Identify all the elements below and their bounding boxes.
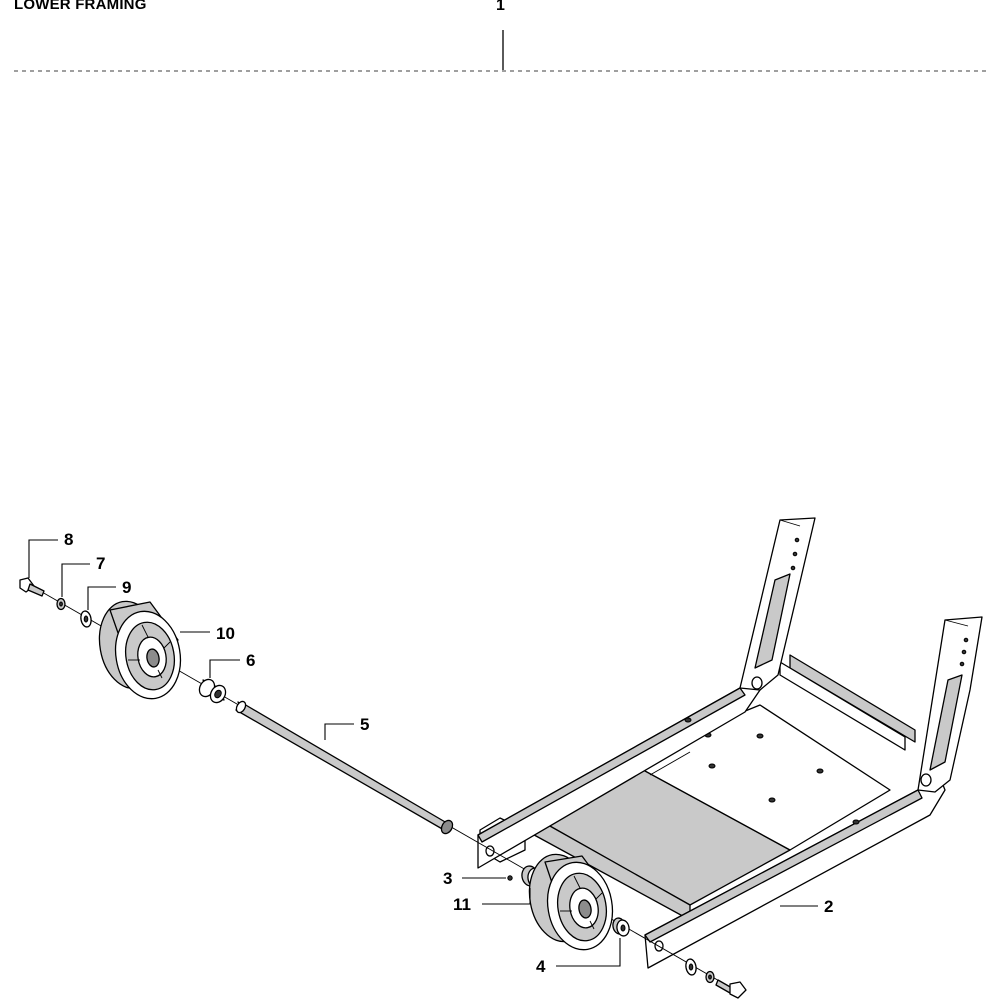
bolt-right [715,979,747,999]
wheel-right [528,853,614,951]
upright-hole [959,661,965,667]
callout-label-3: 3 [443,869,452,888]
rail-slot [684,717,692,723]
callout-label-4: 4 [536,957,546,976]
callout-label-5: 5 [360,715,369,734]
diagram-title: LOWER FRAMING [14,0,147,13]
callout-label-7: 7 [96,554,105,573]
upright-pivot-hole [751,676,763,690]
plate-hole [756,733,764,739]
wheel-part-10 [98,600,182,700]
washer-right [685,958,697,976]
spacer-part-6 [198,678,227,704]
callout-label-11: 11 [453,895,471,914]
spacer-part-4 [612,917,630,937]
upright-hole [794,537,800,543]
callout-label-6: 6 [246,651,255,670]
upright-pivot-hole [920,773,932,787]
plate-hole [708,763,716,769]
assembly-number: 1 [496,0,505,14]
lock-washer-right [705,970,715,984]
plate-hole [768,797,776,803]
axle-part-5 [235,700,454,835]
upright-hole [790,565,796,571]
lock-washer-part-7 [56,597,66,611]
plate-hole [816,768,824,774]
washer-part-3 [507,875,513,881]
upright-hole [792,551,798,557]
upright-hole [961,649,967,655]
washer-part-9 [80,610,92,628]
callout-label-9: 9 [122,578,131,597]
frame-part-2 [477,517,983,969]
callout-label-2: 2 [824,897,833,916]
upright-hole [963,637,969,643]
callout-label-10: 10 [216,624,235,643]
callout-label-8: 8 [64,530,73,549]
rail-slot [852,819,860,825]
bolt-part-8 [19,577,45,597]
